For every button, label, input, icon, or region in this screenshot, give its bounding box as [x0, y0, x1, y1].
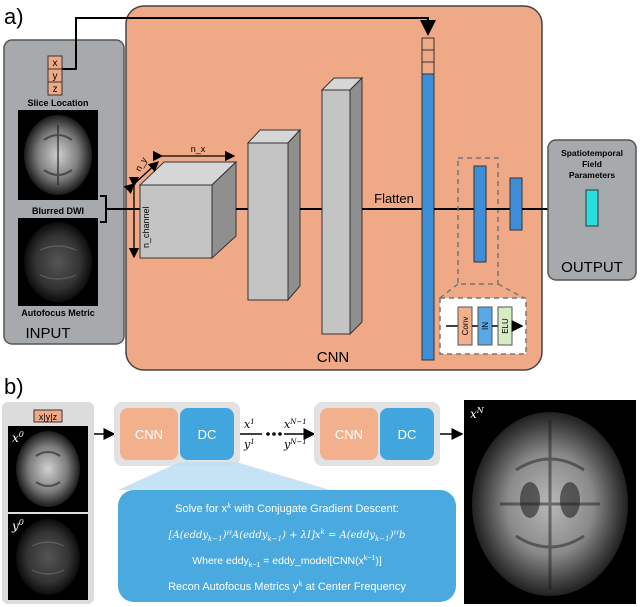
- svg-text:ELU: ELU: [501, 318, 510, 334]
- blurred-dwi-label: Blurred DWI: [32, 206, 84, 216]
- ellipsis-dot: [266, 432, 270, 436]
- input-title: INPUT: [26, 325, 71, 342]
- x1-label: x1: [244, 418, 255, 431]
- svg-text:CNN: CNN: [135, 427, 163, 442]
- svg-text:DC: DC: [398, 427, 417, 442]
- ellipsis-dot: [272, 432, 276, 436]
- n-x-label: n_x: [191, 144, 206, 154]
- bubble-line-4: Recon Autofocus Metrics yk at Center Fre…: [168, 580, 406, 593]
- svg-text:DC: DC: [198, 427, 217, 442]
- svg-text:IN: IN: [481, 322, 490, 330]
- dc-block-1: [180, 408, 234, 460]
- panel-b-xyz: [33, 409, 63, 423]
- n-channel-label: n_channel: [141, 206, 151, 248]
- x0-label: x0: [12, 430, 24, 445]
- bubble-line-1: Solve for xk with Conjugate Gradient Des…: [175, 502, 399, 515]
- y0-label: y0: [11, 518, 24, 533]
- autofocus-metric-label: Autofocus Metric: [21, 308, 95, 318]
- flatten-label: Flatten: [374, 191, 414, 206]
- y1-label: y1: [243, 438, 255, 451]
- bubble-line-3: Where eddyk−1 = eddy_model[CNN(xk−1)]: [192, 555, 382, 569]
- output-param-line-2: Field: [582, 159, 602, 169]
- cnn-block-2: [320, 408, 378, 460]
- slice-location-label: Slice Location: [27, 98, 88, 108]
- svg-text:Conv: Conv: [461, 317, 470, 336]
- cnn-block-1: [120, 408, 178, 460]
- dense-layer-1: [473, 165, 487, 263]
- ellipsis-dot: [278, 432, 282, 436]
- feature-cube-1: [138, 160, 238, 260]
- output-title: OUTPUT: [561, 259, 623, 276]
- bubble-pointer: [118, 462, 330, 490]
- svg-text:x: x: [53, 58, 58, 69]
- panel-a-label: a): [4, 4, 24, 29]
- xN1-label: xN−1: [284, 418, 307, 431]
- bubble-line-2: [A(eddyk−1)ᴴA(eddyk−1) + λI]xk = A(eddyk…: [169, 528, 406, 543]
- feature-cube-2: [246, 128, 302, 302]
- panel-b-label: b): [4, 374, 24, 399]
- dc-explanation-bubble: [118, 490, 456, 602]
- dense-layer-2: [509, 177, 523, 231]
- flatten-vector: [421, 37, 435, 361]
- xN-label: xN: [470, 406, 485, 421]
- cnn-title: CNN: [317, 349, 350, 366]
- feature-cube-3: [320, 76, 364, 336]
- yN1-label: yN−1: [283, 438, 307, 451]
- svg-text:z: z: [53, 84, 58, 95]
- xyz-skip-arrow: [62, 17, 436, 70]
- xyz-vector: x y z: [47, 55, 63, 96]
- svg-text:y: y: [53, 71, 58, 82]
- svg-text:x|y|z: x|y|z: [39, 412, 58, 422]
- dc-block-2: [380, 408, 434, 460]
- output-param-line-3: Parameters: [569, 170, 616, 180]
- output-param-line-1: Spatiotemporal: [561, 148, 623, 158]
- output-parameter-vector: [585, 189, 599, 227]
- svg-text:CNN: CNN: [335, 427, 363, 442]
- dense-block-highlight: [457, 157, 499, 285]
